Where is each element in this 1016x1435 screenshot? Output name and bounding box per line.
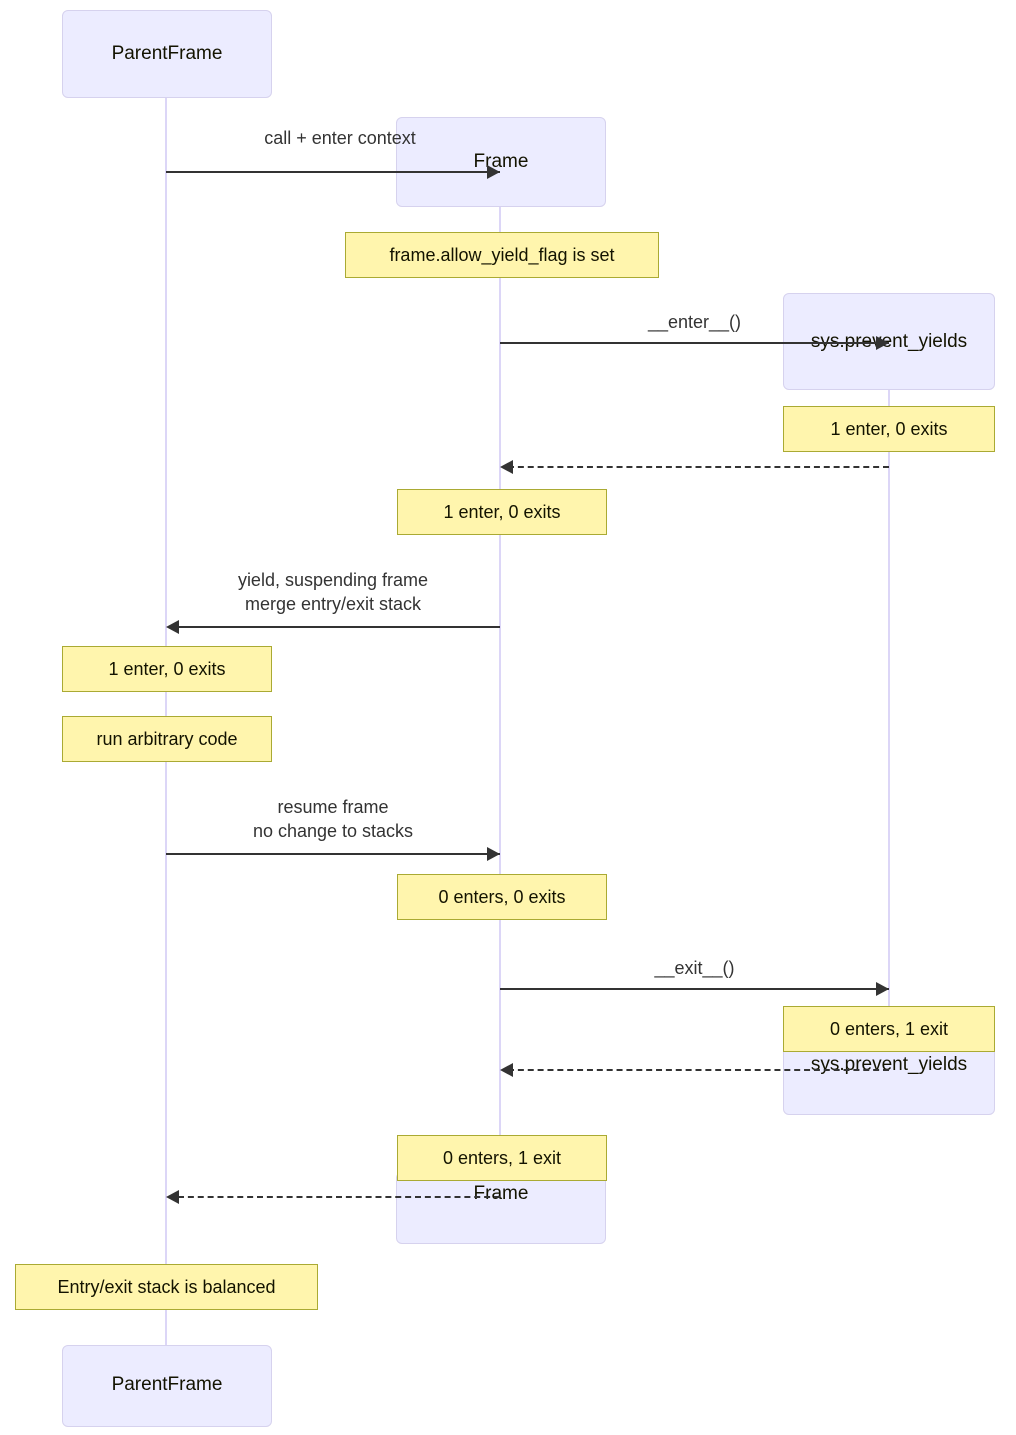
message-line-resume-frame (166, 853, 500, 855)
participant-sys-prevent-yields-bottom[interactable]: sys.prevent_yields (783, 1043, 995, 1115)
note-entry-exit-stack-balanced: Entry/exit stack is balanced (15, 1264, 318, 1310)
lifeline-sys-prevent-yields (888, 390, 890, 1046)
participant-label: ParentFrame (111, 1374, 223, 1395)
arrowhead-return-frame (166, 1190, 179, 1204)
note-sys-0-enters-1-exit: 0 enters, 1 exit (783, 1006, 995, 1052)
note-text: Entry/exit stack is balanced (57, 1276, 276, 1297)
participant-label: ParentFrame (111, 43, 223, 64)
message-line-return-exit (508, 1069, 889, 1071)
message-line-exit (500, 988, 889, 990)
note-text: 1 enter, 0 exits (830, 418, 948, 439)
lifeline-frame (499, 207, 501, 1175)
message-line-return-frame (178, 1196, 500, 1198)
note-text: 0 enters, 1 exit (442, 1147, 562, 1168)
arrowhead-enter (876, 336, 889, 350)
message-label-resume-frame: resume frame no change to stacks (252, 797, 414, 842)
participant-label: Frame (473, 1183, 529, 1204)
message-label-enter: __enter__() (647, 312, 742, 332)
note-allow-yield-flag: frame.allow_yield_flag is set (345, 232, 659, 278)
participant-label: sys.prevent_yields (810, 1054, 968, 1075)
message-line-yield-suspend (178, 626, 500, 628)
arrowhead-exit (876, 982, 889, 996)
message-line-call-enter-context (166, 171, 500, 173)
note-text: 0 enters, 1 exit (829, 1018, 949, 1039)
note-text: 1 enter, 0 exits (108, 658, 226, 679)
message-label-call-enter-context: call + enter context (264, 128, 416, 148)
note-run-arbitrary-code: run arbitrary code (62, 716, 272, 762)
note-parent-1-enter-0-exits: 1 enter, 0 exits (62, 646, 272, 692)
participant-frame-bottom[interactable]: Frame (396, 1172, 606, 1244)
note-sys-1-enter-0-exits: 1 enter, 0 exits (783, 406, 995, 452)
note-text: 1 enter, 0 exits (443, 501, 561, 522)
participant-label: Frame (473, 151, 529, 172)
participant-parentframe-bottom[interactable]: ParentFrame (62, 1345, 272, 1427)
arrowhead-return-enter (500, 460, 513, 474)
arrowhead-yield-suspend (166, 620, 179, 634)
arrowhead-call-enter-context (487, 165, 500, 179)
message-line-return-enter (508, 466, 889, 468)
note-text: run arbitrary code (96, 728, 238, 749)
note-frame-0-enters-1-exit: 0 enters, 1 exit (397, 1135, 607, 1181)
note-text: frame.allow_yield_flag is set (389, 244, 615, 265)
arrowhead-resume-frame (487, 847, 500, 861)
note-frame-1-enter-0-exits: 1 enter, 0 exits (397, 489, 607, 535)
participant-frame-top[interactable]: Frame (396, 117, 606, 207)
message-label-yield-suspend: yield, suspending frame merge entry/exit… (237, 570, 429, 615)
message-label-exit: __exit__() (654, 958, 735, 978)
note-text: 0 enters, 0 exits (438, 886, 566, 907)
message-line-enter (500, 342, 889, 344)
participant-parentframe-top[interactable]: ParentFrame (62, 10, 272, 98)
participant-sys-prevent-yields-top[interactable]: sys.prevent_yields (783, 293, 995, 390)
arrowhead-return-exit (500, 1063, 513, 1077)
note-frame-0-enters-0-exits: 0 enters, 0 exits (397, 874, 607, 920)
